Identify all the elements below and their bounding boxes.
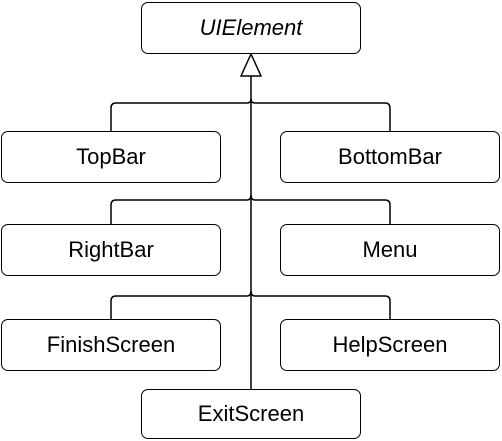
class-exitscreen: ExitScreen	[141, 389, 361, 439]
class-uielement: UIElement	[141, 2, 361, 54]
edge-menu	[250, 194, 391, 224]
class-rightbar: RightBar	[1, 224, 221, 276]
edge-helpscreen	[250, 290, 391, 319]
class-topbar: TopBar	[1, 131, 221, 183]
class-menu: Menu	[280, 224, 500, 276]
class-finishscreen-label: FinishScreen	[46, 332, 176, 357]
edge-rightbar	[110, 194, 252, 224]
class-bottombar-label: BottomBar	[338, 144, 442, 169]
class-helpscreen: HelpScreen	[280, 319, 500, 371]
class-rightbar-label: RightBar	[68, 237, 154, 262]
class-bottombar: BottomBar	[280, 131, 500, 183]
class-menu-label: Menu	[362, 237, 418, 262]
class-exitscreen-label: ExitScreen	[197, 401, 305, 426]
edge-bottombar	[250, 98, 391, 131]
class-uielement-label: UIElement	[199, 15, 303, 40]
edge-finishscreen	[110, 290, 252, 319]
class-topbar-label: TopBar	[76, 144, 146, 169]
inheritance-arrowhead	[239, 52, 263, 77]
class-helpscreen-label: HelpScreen	[332, 332, 448, 357]
class-finishscreen: FinishScreen	[1, 319, 221, 371]
edge-topbar	[110, 98, 252, 131]
